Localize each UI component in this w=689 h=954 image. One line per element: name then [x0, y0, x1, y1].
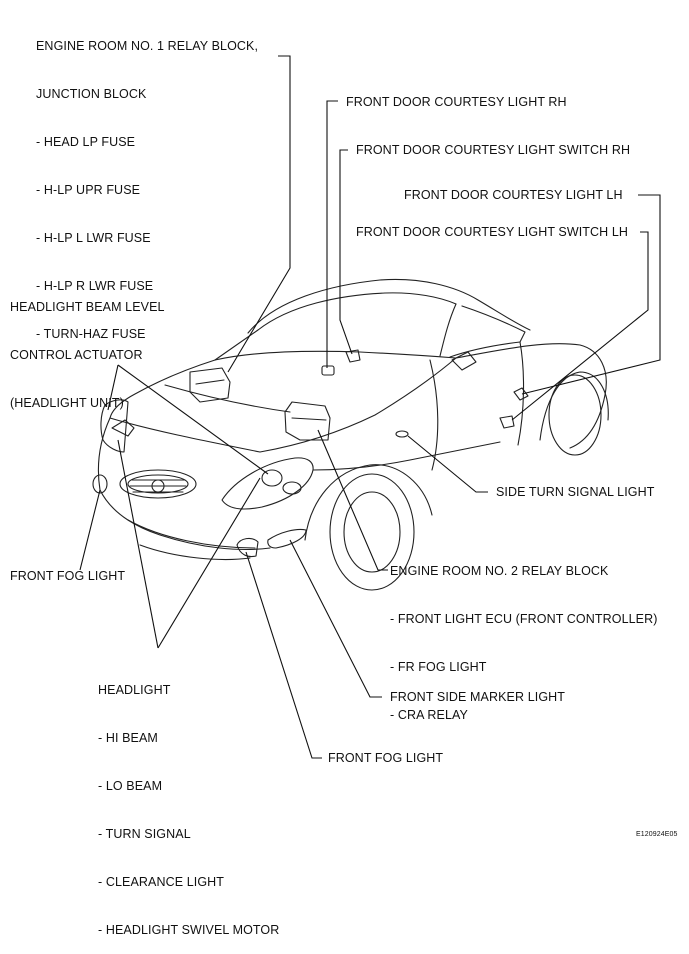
label-line: (HEADLIGHT UNIT): [10, 396, 124, 410]
leader-beam-actuator: [117, 364, 269, 475]
diagram-canvas: ENGINE ROOM NO. 1 RELAY BLOCK, JUNCTION …: [10, 6, 678, 937]
label-door-switch-rh: FRONT DOOR COURTESY LIGHT SWITCH RH: [356, 143, 631, 157]
windshield-top: [257, 292, 457, 331]
leader-relay-block-2: [317, 429, 388, 571]
label-door-light-rh: FRONT DOOR COURTESY LIGHT RH: [346, 95, 567, 109]
label-line: - FRONT LIGHT ECU (FRONT CONTROLLER): [390, 612, 658, 626]
courtesy-switch-lh-shape: [499, 415, 515, 429]
label-line: - TURN-HAZ FUSE: [36, 327, 146, 341]
side-mirror: [451, 351, 477, 371]
label-relay-block-1: ENGINE ROOM NO. 1 RELAY BLOCK, JUNCTION …: [36, 6, 258, 358]
label-line: HEADLIGHT: [98, 683, 171, 697]
car-roof: [247, 278, 531, 334]
leader-headlight-2: [117, 439, 159, 649]
leader-front-side-marker: [289, 539, 382, 698]
relay-block-2-shape: [284, 401, 331, 441]
label-door-switch-lh: FRONT DOOR COURTESY LIGHT SWITCH LH: [356, 225, 629, 239]
label-line: - FR FOG LIGHT: [390, 660, 487, 674]
label-line: - H-LP UPR FUSE: [36, 183, 141, 197]
door-line: [429, 359, 439, 471]
figure-code: E120924E05: [636, 831, 678, 838]
windshield-base: [214, 350, 457, 361]
car-illustration: [79, 55, 661, 759]
label-line: - HEAD LP FUSE: [36, 135, 136, 149]
label-front-fog-left: FRONT FOG LIGHT: [10, 569, 126, 583]
leader-relay-block-1: [227, 55, 291, 373]
label-line: ENGINE ROOM NO. 2 RELAY BLOCK: [390, 564, 609, 578]
rear-wheel-arch: [539, 371, 609, 441]
car-hood: [109, 359, 216, 419]
label-front-fog-bottom: FRONT FOG LIGHT: [328, 751, 444, 765]
leader-door-light-lh: [521, 194, 661, 395]
leader-side-turn-signal: [407, 435, 488, 493]
label-line: CONTROL ACTUATOR: [10, 348, 143, 362]
label-beam-level-actuator: HEADLIGHT BEAM LEVEL CONTROL ACTUATOR (H…: [10, 267, 165, 427]
front-wheel-arch: [304, 464, 433, 541]
leader-door-switch-lh: [511, 231, 649, 421]
label-line: - HEADLIGHT SWIVEL MOTOR: [98, 923, 280, 937]
side-turn-signal-shape: [395, 430, 409, 438]
leader-door-light-rh: [326, 100, 338, 368]
front-grille: [119, 469, 197, 499]
leader-headlight-1: [157, 477, 261, 649]
leader-front-fog-bottom: [245, 551, 322, 759]
headlight-right-shape: [221, 457, 314, 510]
label-line: - LO BEAM: [98, 779, 163, 793]
label-line: - H-LP R LWR FUSE: [36, 279, 154, 293]
label-door-light-lh: FRONT DOOR COURTESY LIGHT LH: [404, 188, 623, 202]
label-line: JUNCTION BLOCK: [36, 87, 147, 101]
label-front-side-marker: FRONT SIDE MARKER LIGHT: [390, 690, 566, 704]
label-headlight: HEADLIGHT - HI BEAM - LO BEAM - TURN SIG…: [98, 650, 279, 954]
label-relay-block-2: ENGINE ROOM NO. 2 RELAY BLOCK - FRONT LI…: [390, 531, 658, 739]
label-side-turn-signal: SIDE TURN SIGNAL LIGHT: [496, 485, 655, 499]
headlight-left-shape: [100, 399, 129, 453]
car-side: [455, 343, 607, 449]
relay-block-1-shape: [189, 367, 231, 403]
label-line: - TURN SIGNAL: [98, 827, 191, 841]
side-window: [449, 305, 526, 358]
leader-front-fog-left: [79, 489, 101, 571]
label-line: - H-LP L LWR FUSE: [36, 231, 151, 245]
courtesy-light-rh-shape: [321, 365, 335, 376]
front-bumper: [97, 417, 271, 551]
courtesy-light-lh-shape: [513, 387, 529, 401]
label-line: - CLEARANCE LIGHT: [98, 875, 225, 889]
leader-door-switch-rh: [339, 149, 353, 355]
front-wheel: [329, 473, 415, 591]
fog-right-shape: [236, 537, 259, 558]
courtesy-switch-rh-shape: [345, 349, 361, 363]
label-line: HEADLIGHT BEAM LEVEL: [10, 300, 165, 314]
beam-actuator-shape: [111, 419, 135, 437]
emblem: [151, 479, 165, 493]
label-line: ENGINE ROOM NO. 1 RELAY BLOCK,: [36, 39, 259, 53]
rear-wheel: [548, 374, 602, 456]
label-line: - CRA RELAY: [390, 708, 468, 722]
fog-left-shape: [92, 474, 108, 494]
side-marker-shape: [267, 528, 307, 549]
label-line: - HI BEAM: [98, 731, 158, 745]
